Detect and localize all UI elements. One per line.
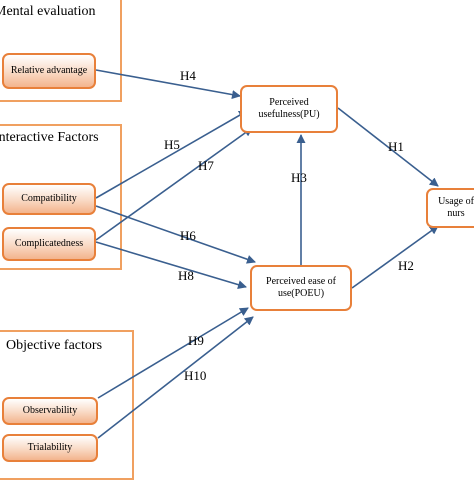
trialability-node: Trialability: [2, 434, 98, 462]
arrow-h5: [95, 110, 248, 199]
arrow-h2: [351, 225, 439, 289]
arrow-h9: [97, 307, 249, 399]
perceived-usefulness-node: Perceived usefulness(PU): [240, 85, 338, 133]
interactive-factors-title: Interactive Factors: [0, 130, 99, 145]
complicatedness-node: Complicatedness: [2, 227, 96, 261]
relative-advantage-node: Relative advantage: [2, 53, 96, 89]
arrow-h7: [95, 127, 253, 241]
compatibility-node: Compatibility: [2, 183, 96, 215]
arrow-h10: [97, 316, 254, 439]
h5-label: H5: [164, 137, 180, 152]
perceived-ease-of-use-node: Perceived ease of use(POEU): [250, 265, 352, 311]
h1-label: H1: [388, 139, 404, 154]
h4-label: H4: [180, 68, 196, 83]
h8-label: H8: [178, 268, 194, 283]
h10-label: H10: [184, 368, 207, 383]
h7-label: H7: [198, 158, 214, 173]
arrow-h1: [337, 107, 439, 187]
observability-node: Observability: [2, 397, 98, 425]
arrow-h8: [95, 241, 247, 290]
usage-node: Usage of nurs: [426, 188, 474, 228]
h2-label: H2: [398, 258, 414, 273]
h3-label: H3: [291, 170, 307, 185]
h9-label: H9: [188, 333, 204, 348]
mental-evaluation-title: Mental evaluation: [0, 4, 96, 19]
h6-label: H6: [180, 228, 196, 243]
arrow-h6: [95, 205, 256, 264]
objective-factors-title: Objective factors: [6, 338, 103, 353]
arrow-h4: [95, 69, 241, 100]
